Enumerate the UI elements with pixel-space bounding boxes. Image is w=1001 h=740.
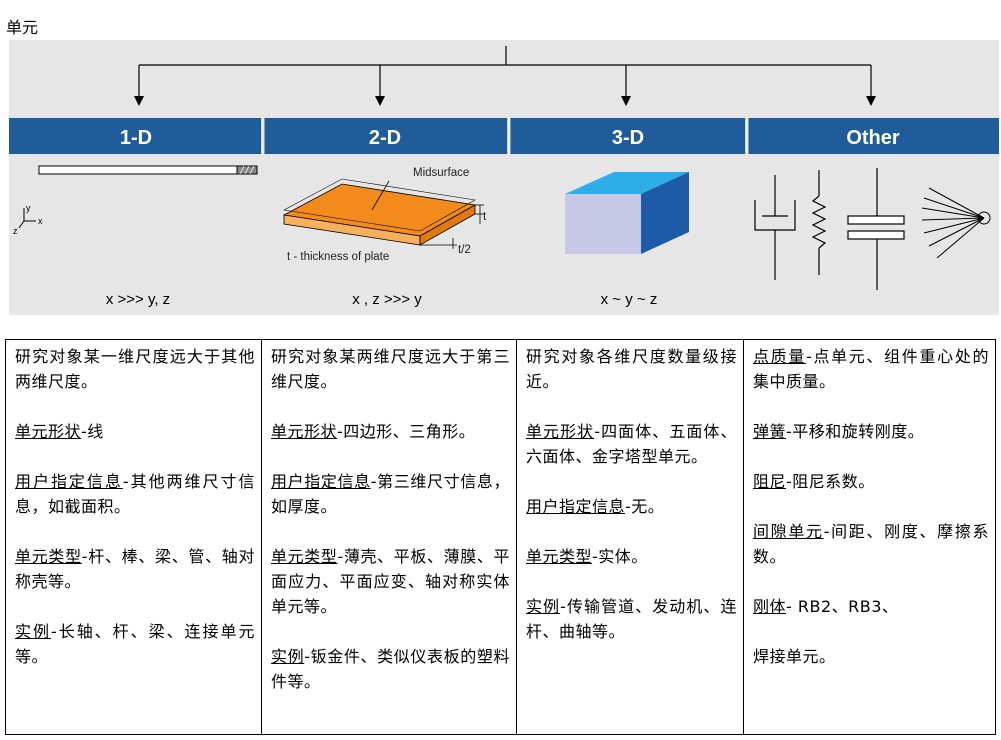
tree-arrowheads (134, 96, 876, 106)
column-3d: 研究对象各维尺度数量级接近。 单元形状-四面体、五面体、六面体、金字塔型单元。 … (517, 340, 744, 734)
t-half-label: t/2 (458, 244, 471, 256)
gap-element-icon (847, 168, 905, 290)
element-types-table: 研究对象某一维尺度远大于其他两维尺度。 单元形状-线 用户指定信息-其他两维尺寸… (5, 339, 996, 735)
column-other: 点质量-点单元、组件重心处的集中质量。 弹簧-平移和旋转刚度。 阻尼-阻尼系数。… (744, 340, 995, 734)
page-title: 单元 (6, 18, 39, 37)
property-item: 单元类型-薄壳、平板、薄膜、平面应力、平面应变、轴对称实体单元等。 (271, 547, 510, 616)
axis-x-label: x (38, 216, 43, 226)
midsurface-label: Midsurface (413, 167, 469, 179)
property-item: 单元形状-四面体、五面体、六面体、金字塔型单元。 (526, 422, 737, 466)
property-item: 实例-长轴、杆、梁、连接单元等。 (15, 622, 255, 666)
intro-text: 研究对象某两维尺度远大于第三维尺度。 (271, 347, 510, 391)
property-item: 实例-钣金件、类似仪表板的塑料件等。 (271, 647, 510, 691)
element-types-figure: 1-D 2-D 3-D Other y x z (9, 40, 999, 315)
intro-text: 研究对象某一维尺度远大于其他两维尺度。 (15, 347, 255, 391)
property-item: 用户指定信息-第三维尺寸信息，如厚度。 (271, 472, 510, 516)
property-item: 用户指定信息-无。 (526, 497, 665, 516)
tree-connectors (138, 46, 872, 98)
property-item: 间隙单元-间距、刚度、摩擦系数。 (753, 522, 989, 566)
property-item: 单元形状-线 (15, 422, 104, 441)
property-item: 单元类型-杆、棒、梁、管、轴对称壳等。 (15, 547, 255, 591)
property-item: 弹簧-平移和旋转刚度。 (753, 422, 925, 441)
axes-triad-icon (18, 208, 36, 229)
column-2d: 研究对象某两维尺度远大于第三维尺度。 单元形状-四边形、三角形。 用户指定信息-… (262, 340, 517, 734)
axis-z-label: z (13, 226, 18, 236)
beam-1d-icon (38, 165, 258, 175)
ratio-1d: x >>> y, z (106, 291, 170, 308)
property-item: 焊接单元。 (753, 647, 836, 666)
category-2d-label: 2-D (369, 127, 401, 149)
property-item: 用户指定信息-其他两维尺寸信息，如截面积。 (15, 472, 255, 516)
axis-y-label: y (26, 203, 31, 213)
property-item: 点质量-点单元、组件重心处的集中质量。 (753, 347, 989, 391)
category-1d-label: 1-D (120, 127, 152, 149)
property-item: 阻尼-阻尼系数。 (753, 472, 875, 491)
element-types-diagram: 1-D 2-D 3-D Other y x z (9, 46, 999, 315)
column-1d: 研究对象某一维尺度远大于其他两维尺度。 单元形状-线 用户指定信息-其他两维尺寸… (6, 340, 262, 734)
property-item: 单元形状-四边形、三角形。 (271, 422, 476, 441)
plate-2d-icon (282, 178, 484, 249)
intro-text: 研究对象各维尺度数量级接近。 (526, 347, 737, 391)
property-item: 刚体- RB2、RB3、 (753, 597, 899, 616)
category-header-bar (9, 118, 999, 154)
thickness-note: t - thickness of plate (287, 251, 389, 263)
t-label: t (483, 211, 487, 223)
spring-icon (811, 170, 827, 275)
category-other-label: Other (846, 127, 900, 149)
cube-3d-icon (565, 172, 689, 254)
property-item: 单元类型-实体。 (526, 547, 648, 566)
category-3d-label: 3-D (612, 127, 644, 149)
damper-icon (754, 175, 796, 280)
rigid-body-icon (921, 187, 991, 259)
ratio-3d: x ~ y ~ z (601, 291, 658, 308)
property-item: 实例-传输管道、发动机、连杆、曲轴等。 (526, 597, 737, 641)
ratio-2d: x , z >>> y (352, 291, 422, 308)
